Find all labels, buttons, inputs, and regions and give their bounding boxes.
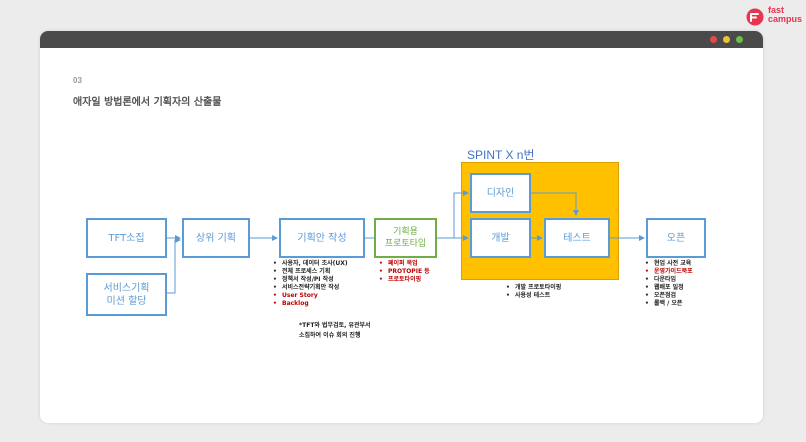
box-test[interactable]: 테스트: [544, 218, 610, 258]
sprint-notes: 개발 프로토타이핑 사용성 테스트: [506, 284, 561, 300]
box-prototype-line2: 프로토타입: [384, 239, 427, 249]
box-service-line2: 미션 할당: [106, 295, 147, 307]
note-item: 롤백 / 오픈: [645, 300, 693, 308]
box-plan-draft-label: 기획안 작성: [297, 232, 347, 244]
box-service-line1: 서비스기획: [103, 282, 150, 294]
logo-line1: fast: [768, 5, 785, 15]
note-item: 전체 프로세스 기획: [273, 268, 348, 276]
sprint-label: SPINT X n번: [467, 148, 535, 162]
footnote-line1: *TFT와 법무검토, 유관부서: [299, 322, 371, 329]
close-dot-icon[interactable]: [710, 36, 717, 43]
open-notes: 현업 사전 교육 운영가이드북포 다운타임 웹배포 일정 오픈점검 롤백 / 오…: [645, 260, 693, 308]
footnote-line2: 소집하여 이슈 회의 진행: [299, 332, 361, 339]
fastcampus-logo[interactable]: fast campus: [746, 4, 802, 30]
box-prototype[interactable]: 기획용 프로토타입: [374, 218, 437, 258]
box-tft-label: TFT소집: [108, 232, 145, 244]
box-prototype-line1: 기획용: [393, 227, 418, 237]
box-plan-draft[interactable]: 기획안 작성: [279, 218, 365, 258]
box-open[interactable]: 오픈: [646, 218, 706, 258]
note-item: 서비스전략기획안 작성: [273, 284, 348, 292]
box-upper-plan[interactable]: 상위 기획: [182, 218, 250, 258]
plan-draft-notes: 사용자, 데이터 조사(UX) 전체 프로세스 기획 정책서 작성/PI 작성 …: [273, 260, 348, 308]
note-item: 사용자, 데이터 조사(UX): [273, 260, 348, 268]
arrow-service-to-upper: [167, 237, 181, 294]
note-item: 오픈점검: [645, 292, 693, 300]
minimize-dot-icon[interactable]: [723, 36, 730, 43]
box-tft[interactable]: TFT소집: [86, 218, 167, 258]
note-item-highlight: Backlog: [273, 300, 348, 308]
box-design[interactable]: 디자인: [470, 173, 531, 213]
arrow-to-design: [453, 190, 469, 238]
footnote: *TFT와 법무검토, 유관부서 소집하여 이슈 회의 진행: [299, 321, 371, 341]
prototype-notes: 페이퍼 목업 PROTOPIE 등 프로토타이핑: [379, 260, 430, 284]
note-item: 웹배포 일정: [645, 284, 693, 292]
fastcampus-logo-icon: [746, 8, 764, 26]
note-item: 사용성 테스트: [506, 292, 561, 300]
note-item: 개발 프로토타이핑: [506, 284, 561, 292]
box-design-label: 디자인: [486, 187, 515, 199]
logo-line2: campus: [768, 14, 803, 24]
maximize-dot-icon[interactable]: [736, 36, 743, 43]
note-item-highlight: User Story: [273, 292, 348, 300]
box-upper-plan-label: 상위 기획: [196, 232, 236, 244]
slide-title: 애자일 방법론에서 기획자의 산출물: [73, 97, 222, 108]
box-dev[interactable]: 개발: [470, 218, 531, 258]
box-service-mission[interactable]: 서비스기획 미션 할당: [86, 273, 167, 316]
note-item: 다운타임: [645, 276, 693, 284]
note-item: 현업 사전 교육: [645, 260, 693, 268]
note-item-highlight: 운영가이드북포: [645, 268, 693, 276]
note-item-highlight: 프로토타이핑: [379, 276, 430, 284]
note-item: 정책서 작성/PI 작성: [273, 276, 348, 284]
flow-arrows: [167, 190, 645, 294]
note-item-highlight: 페이퍼 목업: [379, 260, 430, 268]
note-item-highlight: PROTOPIE 등: [379, 268, 430, 276]
slide-number: 03: [73, 76, 82, 85]
window-titlebar: [40, 31, 763, 48]
box-open-label: 오픈: [666, 232, 686, 244]
box-dev-label: 개발: [491, 232, 510, 244]
slide-window: 03 애자일 방법론에서 기획자의 산출물 SPINT X n번 TFT소집 서…: [40, 31, 763, 423]
box-test-label: 테스트: [563, 232, 591, 244]
logo-wordmark: fast campus: [768, 6, 802, 24]
arrow-design-to-test: [531, 192, 579, 216]
